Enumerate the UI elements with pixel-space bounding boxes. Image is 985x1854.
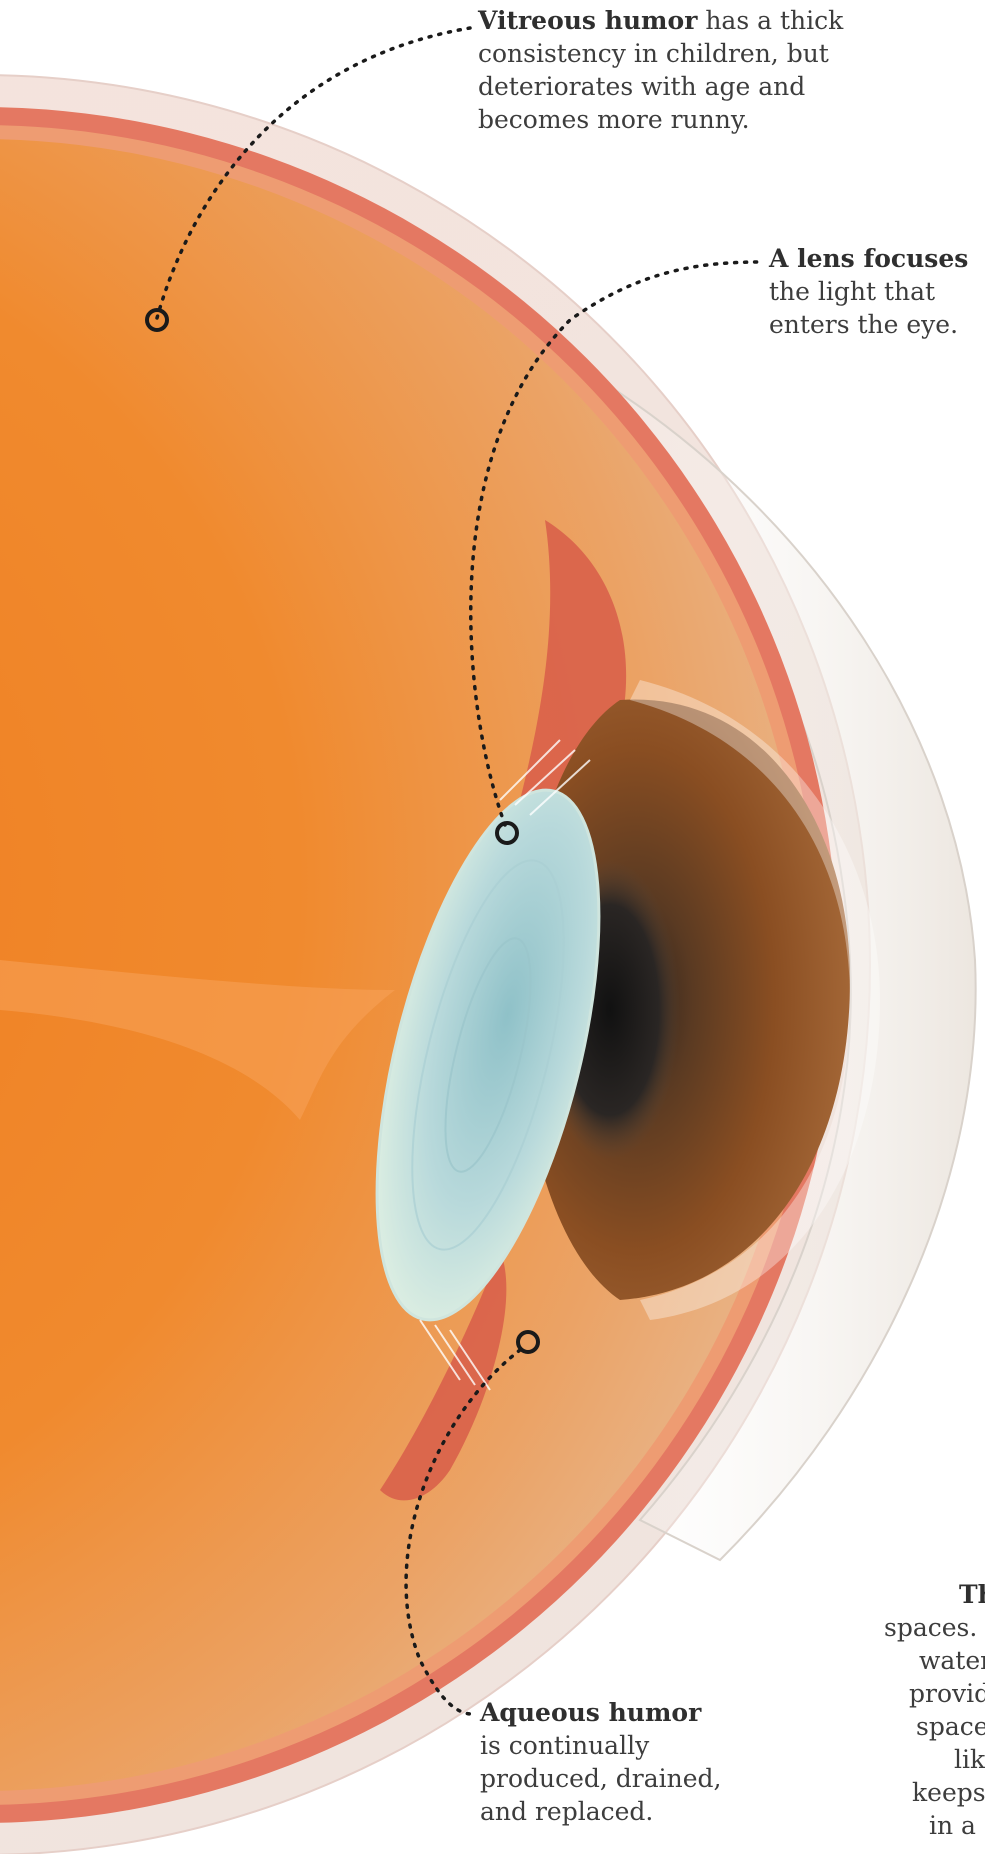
vitreous-humor-callout: Vitreous humor has a thick consistency i… xyxy=(478,4,843,136)
vitreous-title: Vitreous humor xyxy=(478,6,697,35)
vitreous-line-2: deteriorates with age and xyxy=(478,70,843,103)
cutoff-line-4: like xyxy=(884,1743,985,1776)
cutoff-line-6: in a xyxy=(884,1809,985,1842)
lens-line-0: the light that xyxy=(769,275,968,308)
aqueous-title: Aqueous humor xyxy=(480,1698,701,1727)
cutoff-line-1: water xyxy=(884,1644,985,1677)
aqueous-line-1: produced, drained, xyxy=(480,1762,722,1795)
aqueous-humor-callout: Aqueous humor is continually produced, d… xyxy=(480,1696,722,1828)
truncated-callout: Th spaces. water provid space like keeps… xyxy=(884,1578,985,1842)
vitreous-line-3: becomes more runny. xyxy=(478,103,843,136)
lens-line-1: enters the eye. xyxy=(769,308,968,341)
cutoff-line-5: keeps xyxy=(884,1776,985,1809)
aqueous-line-0: is continually xyxy=(480,1729,722,1762)
lens-callout: A lens focuses the light that enters the… xyxy=(769,242,968,341)
cutoff-line-3: space xyxy=(884,1710,985,1743)
cutoff-line-0: spaces. xyxy=(884,1611,985,1644)
aqueous-line-2: and replaced. xyxy=(480,1795,722,1828)
cutoff-line-2: provid xyxy=(884,1677,985,1710)
vitreous-line-1: consistency in children, but xyxy=(478,37,843,70)
lens-title: A lens focuses xyxy=(769,244,968,273)
vitreous-line-0: has a thick xyxy=(697,6,843,35)
cutoff-title: Th xyxy=(959,1580,985,1609)
